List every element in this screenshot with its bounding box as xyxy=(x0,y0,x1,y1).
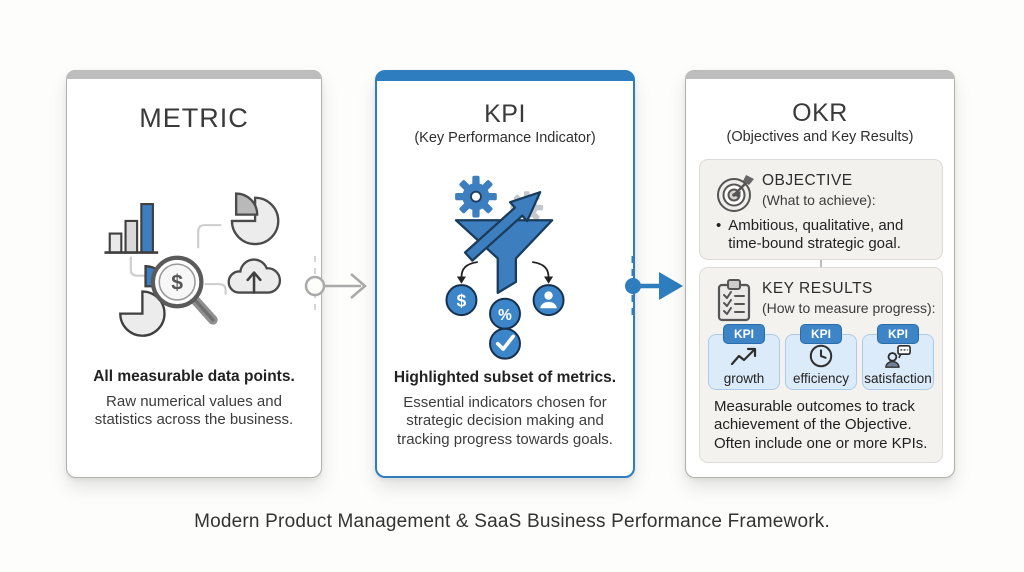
key-results-body-text: Measurable outcomes to track achievement… xyxy=(714,398,928,452)
metric-card-topbar xyxy=(66,70,322,79)
metric-body-text: Raw numerical values and statistics acro… xyxy=(94,393,294,429)
key-results-section: KEY RESULTS (How to measure progress): K… xyxy=(699,267,943,463)
okr-card: OKR (Objectives and Key Results) OBJECTI… xyxy=(685,70,955,478)
kpi-chip-satisfaction: KPI satisfaction xyxy=(862,324,934,390)
metric-card: METRIC xyxy=(66,70,322,478)
kpi-funnel-graphic: $ % xyxy=(445,175,565,360)
okr-title: OKR xyxy=(792,99,848,127)
kpi-body-text: Essential indicators chosen for strategi… xyxy=(397,394,613,448)
gear-icon xyxy=(455,175,497,218)
okr-card-topbar xyxy=(685,70,955,79)
dollar-circle-icon: $ xyxy=(445,284,478,317)
growth-arrow-icon xyxy=(463,191,542,262)
kpi-card-topbar xyxy=(376,71,634,81)
objective-head: OBJECTIVE (What to achieve): xyxy=(762,172,876,208)
cloud-upload-icon xyxy=(227,258,282,294)
kpi-chip-label: satisfaction xyxy=(864,371,932,386)
clipboard-checklist-icon xyxy=(717,279,751,322)
person-chat-icon xyxy=(885,344,911,368)
kpi-chip-label: growth xyxy=(723,371,765,386)
kpi-badge: KPI xyxy=(876,324,920,345)
key-results-head: KEY RESULTS (How to measure progress): xyxy=(762,280,936,316)
pie-chart-icon xyxy=(230,192,280,246)
objective-section: OBJECTIVE (What to achieve): • Ambitious… xyxy=(699,159,943,260)
check-circle-icon xyxy=(489,327,521,360)
svg-text:$: $ xyxy=(171,271,183,294)
kpi-bold-text: Highlighted subset of metrics. xyxy=(393,369,617,386)
trend-up-icon xyxy=(730,347,757,366)
objective-heading: OBJECTIVE xyxy=(762,172,853,189)
objective-bullet-item: • Ambitious, qualitative, and time-bound… xyxy=(716,217,932,253)
kpi-chip-label: efficiency xyxy=(792,371,850,386)
clock-icon xyxy=(809,344,833,368)
metric-title: METRIC xyxy=(139,103,249,133)
kpi-badge: KPI xyxy=(799,324,843,345)
kpi-title: KPI xyxy=(484,100,526,128)
okr-subtitle: (Objectives and Key Results) xyxy=(726,129,914,145)
flow-arrow-kpi-to-okr xyxy=(625,256,683,316)
flow-arrow-metric-to-kpi xyxy=(304,256,367,316)
magnifier-dollar-icon: $ xyxy=(150,255,218,325)
kpi-subtitle: (Key Performance Indicator) xyxy=(414,130,596,146)
bar-chart-icon xyxy=(104,203,159,254)
svg-text:%: % xyxy=(498,307,512,324)
key-results-heading: KEY RESULTS xyxy=(762,280,873,297)
target-dart-icon xyxy=(717,175,754,212)
objective-subheading: (What to achieve): xyxy=(762,192,876,208)
kpi-chip-growth: KPI growth xyxy=(708,324,780,390)
kpi-card: KPI (Key Performance Indicator) xyxy=(375,70,635,478)
objective-bullet-text: Ambitious, qualitative, and time-bound s… xyxy=(728,217,904,252)
section-connector-line xyxy=(820,260,822,267)
kpi-badge: KPI xyxy=(722,324,766,345)
bullet-marker: • xyxy=(716,217,722,234)
kpi-chips-row: KPI growth KPI efficiency xyxy=(708,324,934,390)
person-circle-icon xyxy=(532,284,565,317)
key-results-subheading: (How to measure progress): xyxy=(762,300,936,316)
metric-bold-text: All measurable data points. xyxy=(93,368,295,385)
metric-icon-cluster: $ xyxy=(104,192,282,337)
diagram-caption: Modern Product Management & SaaS Busines… xyxy=(194,511,830,532)
svg-text:$: $ xyxy=(457,290,467,310)
kpi-chip-efficiency: KPI efficiency xyxy=(785,324,857,390)
percent-circle-icon: % xyxy=(489,297,521,330)
